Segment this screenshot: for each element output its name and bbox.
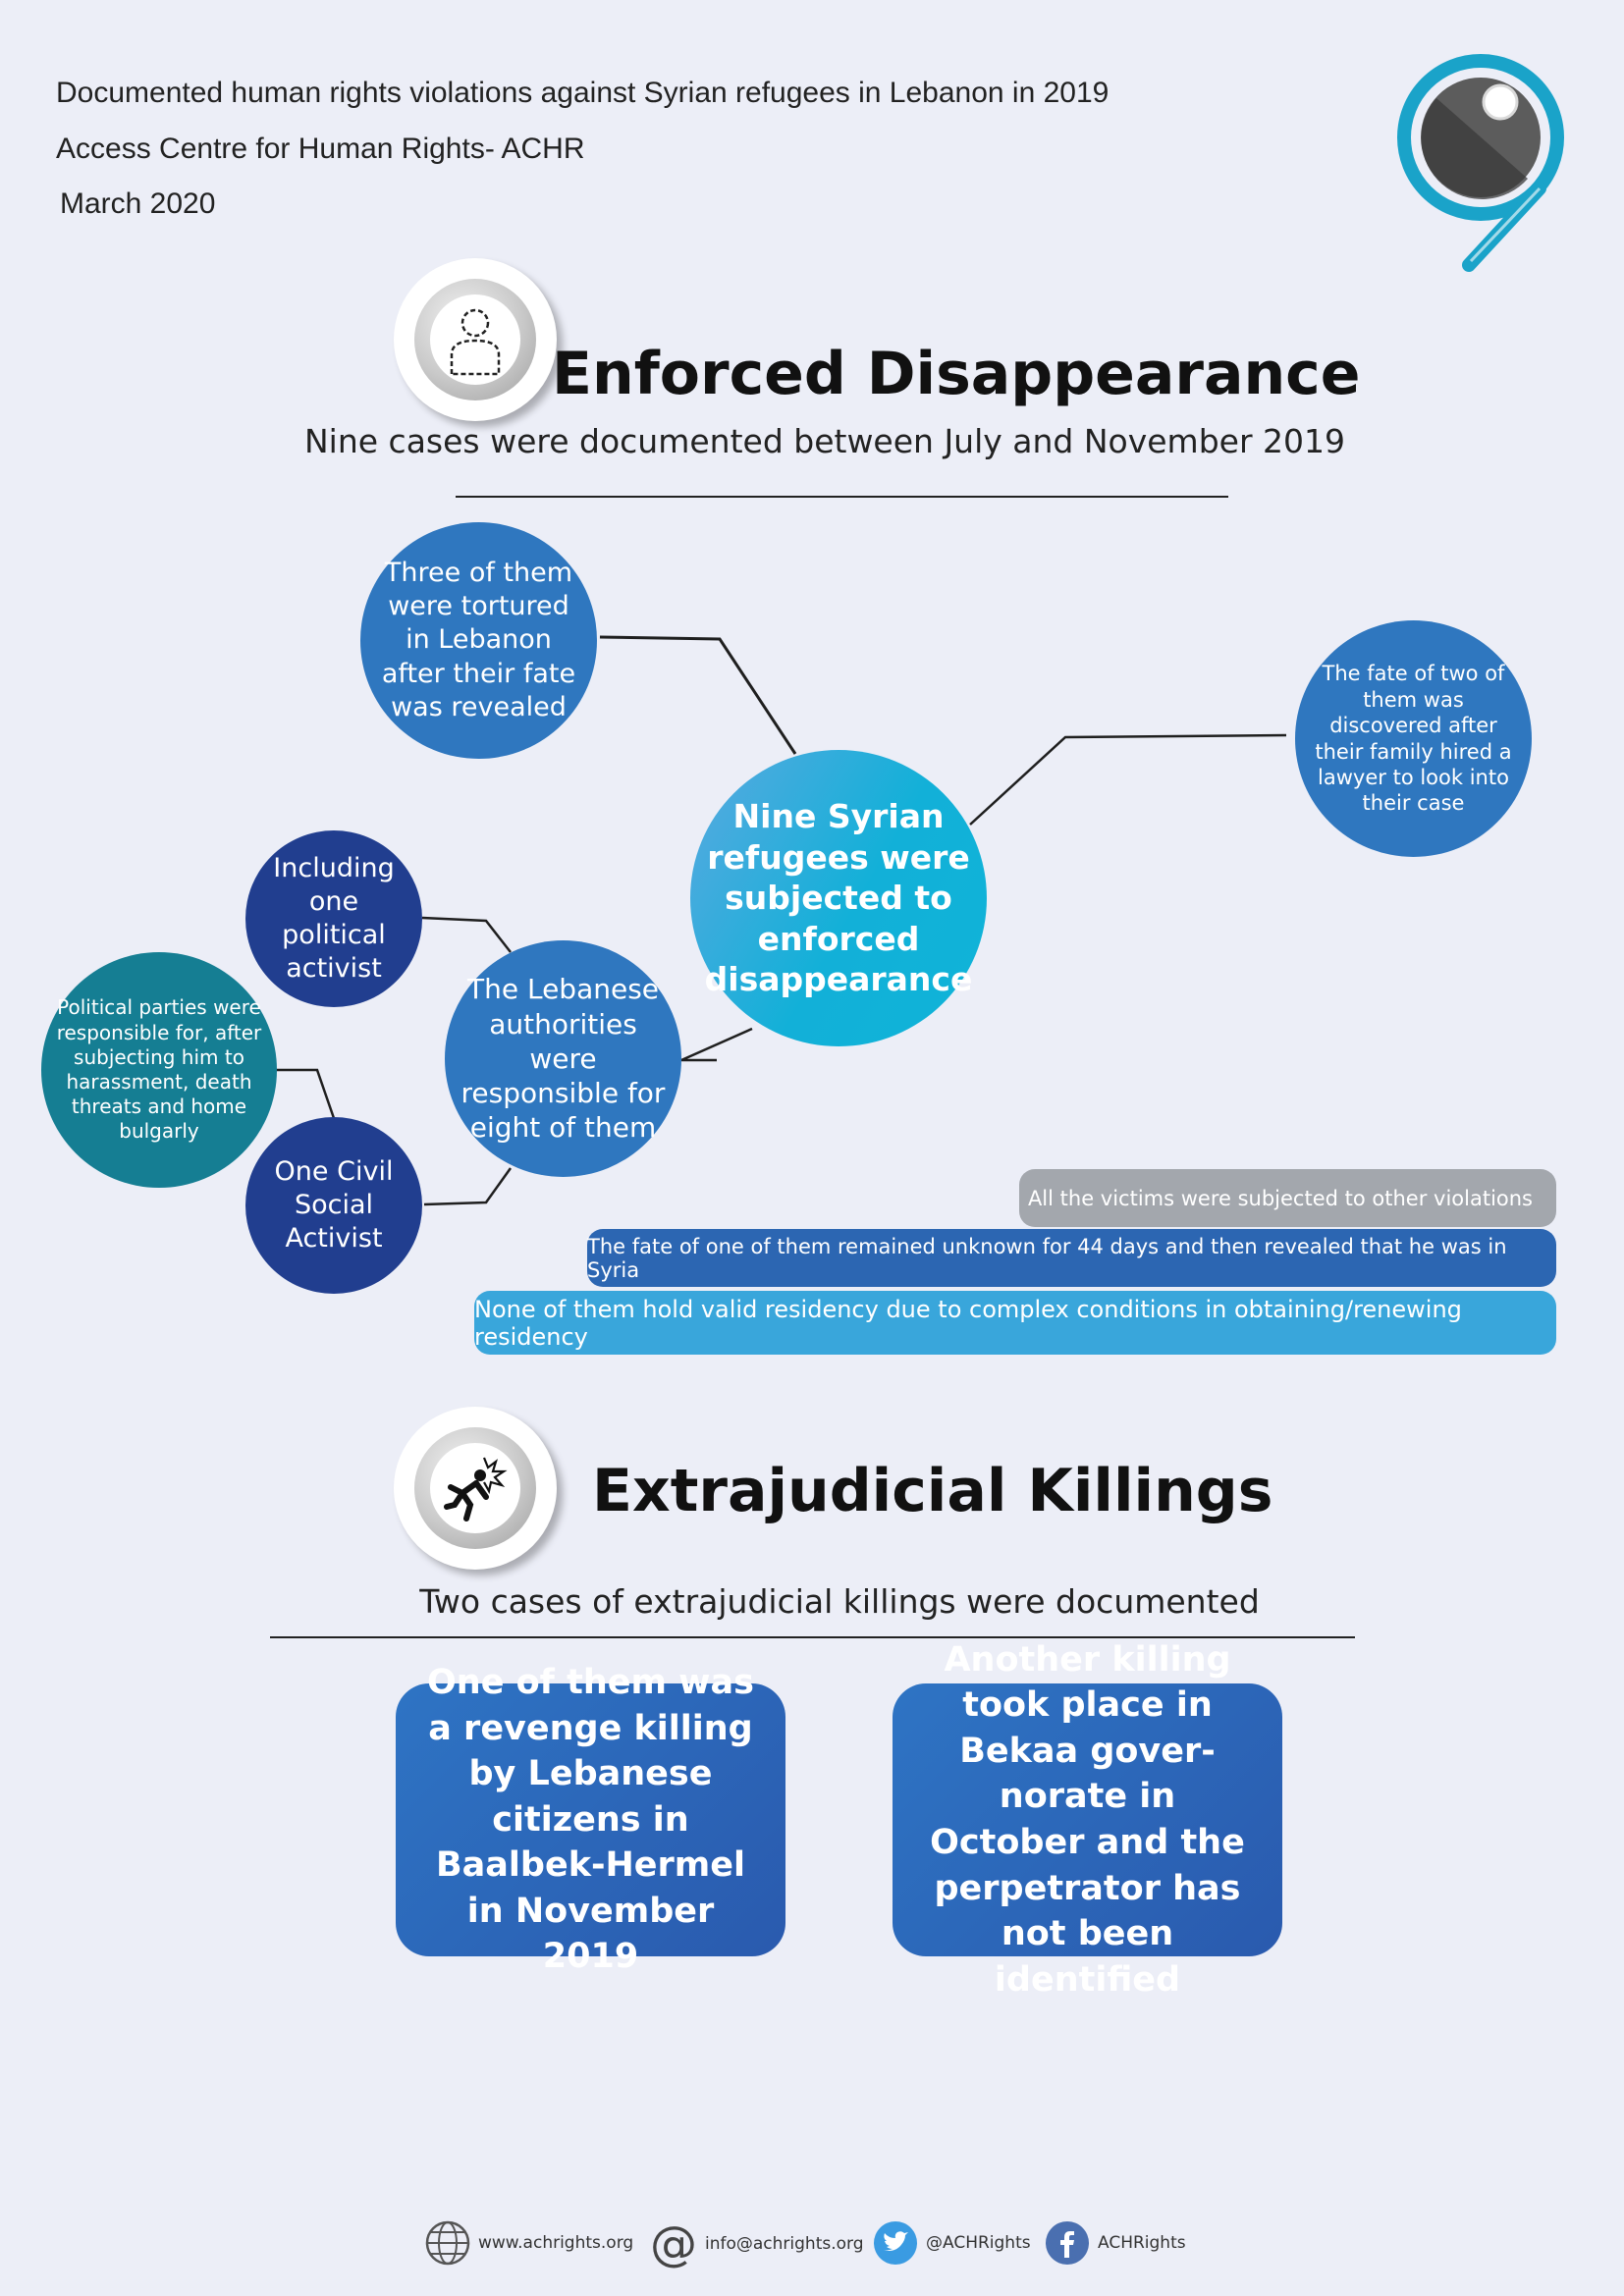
achr-eye-logo-icon (1397, 54, 1564, 272)
website-text: www.achrights.org (478, 2233, 634, 2253)
killings-divider (270, 1636, 1355, 1638)
footer-email[interactable]: @ info@achrights.org (650, 2220, 864, 2268)
lawyer-bubble: The fate of two of them was discovered a… (1295, 620, 1532, 857)
revenge-killing-box: One of them was a revenge killing by Leb… (396, 1663, 785, 1976)
violations-bar: All the victims were subjected to other … (1019, 1169, 1556, 1227)
globe-icon (425, 2220, 470, 2266)
twitter-icon (874, 2221, 917, 2265)
unknown-fate-bar: The fate of one of them remained unknown… (587, 1229, 1556, 1287)
tortured-bubble: Three of them were tortured in Lebanon a… (360, 522, 597, 759)
disappearance-title: Enforced Disappearance (552, 340, 1361, 408)
email-text: info@achrights.org (705, 2234, 864, 2254)
bekaa-killing-box: Another killing took place in Bekaa gove… (893, 1640, 1282, 2000)
authorities-bubble: The Lebanese authorities were responsibl… (445, 940, 681, 1177)
killings-icon-badge (394, 1407, 557, 1570)
report-date: March 2020 (60, 187, 216, 220)
residency-bar: None of them hold valid residency due to… (474, 1291, 1556, 1355)
political-parties-bubble: Political parties were responsible for, … (41, 952, 277, 1188)
footer-twitter[interactable]: @ACHRights (873, 2220, 1031, 2266)
political-activist-bubble: Including one political activist (245, 830, 422, 1007)
footer-website[interactable]: www.achrights.org (425, 2220, 633, 2266)
killings-title: Extrajudicial Killings (592, 1457, 1273, 1525)
facebook-icon (1046, 2221, 1089, 2265)
killings-subtitle: Two cases of extrajudicial killings were… (419, 1582, 1260, 1621)
falling-person-shock-icon (444, 1457, 508, 1522)
organization-name: Access Centre for Human Rights- ACHR (56, 133, 585, 165)
at-sign-icon: @ (650, 2216, 697, 2271)
footer-facebook[interactable]: ACHRights (1045, 2220, 1186, 2266)
disappearance-icon-badge (394, 258, 557, 421)
civil-activist-bubble: One Civil Social Activist (245, 1117, 422, 1294)
person-outline-icon (450, 308, 501, 376)
center-bubble: Nine Syrian refugees were subjected to e… (690, 750, 987, 1046)
disappearance-subtitle: Nine cases were documented between July … (303, 422, 1345, 460)
report-title: Documented human rights violations again… (56, 77, 1110, 109)
facebook-text: ACHRights (1098, 2233, 1186, 2253)
disappearance-divider (456, 496, 1228, 498)
twitter-text: @ACHRights (926, 2233, 1031, 2253)
